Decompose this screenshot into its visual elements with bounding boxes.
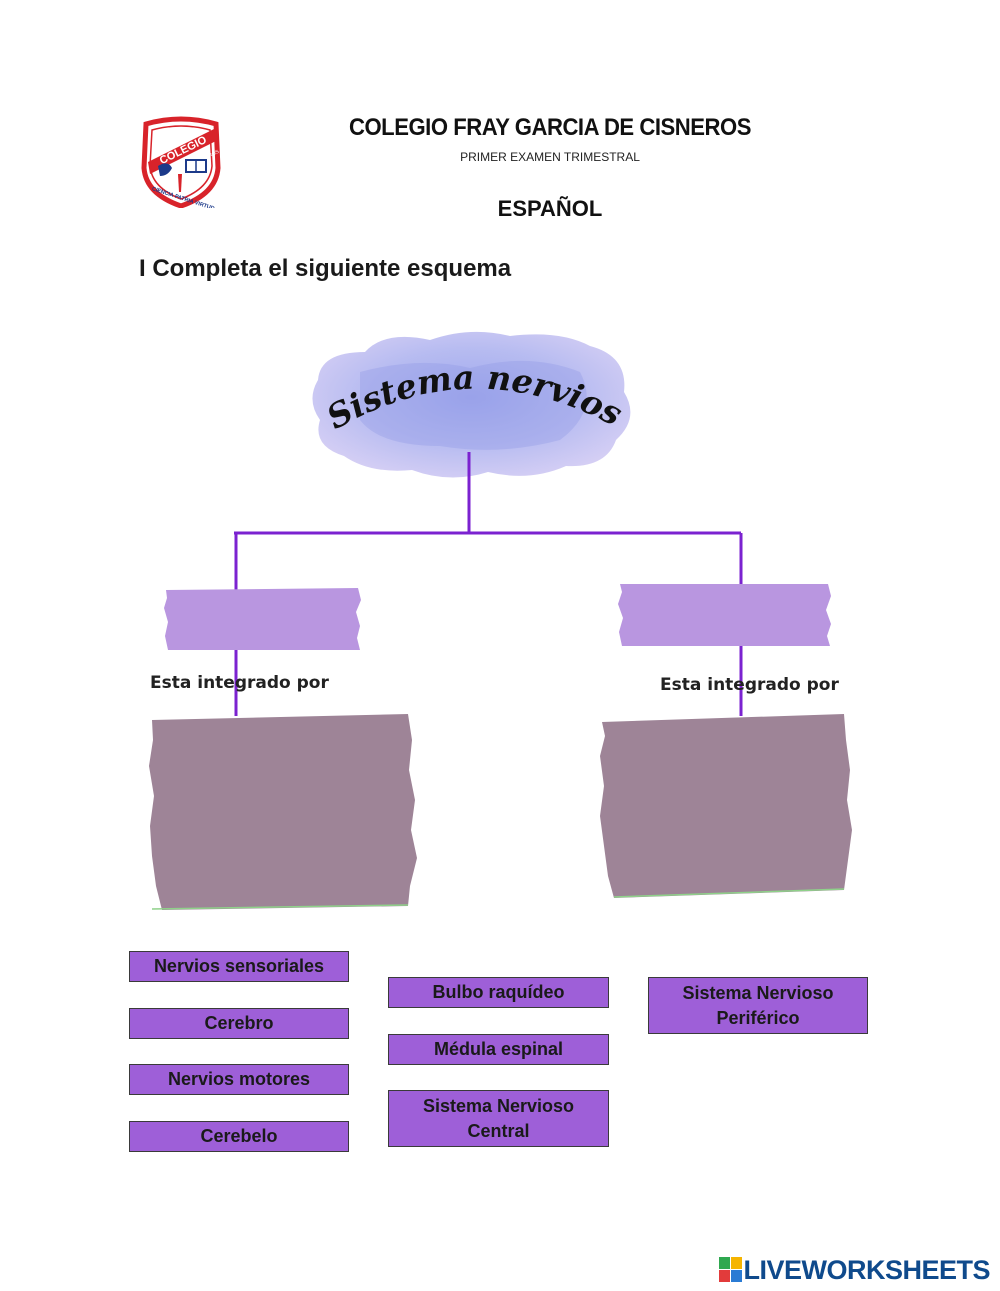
left-answer-value[interactable]	[168, 600, 358, 640]
root-title: Sistema nervioso	[0, 0, 629, 437]
left-answer-box[interactable]	[164, 588, 361, 650]
instruction-text: I Completa el siguiente esquema	[139, 255, 512, 282]
word-chip[interactable]: Sistema Nervioso Central	[388, 1090, 609, 1147]
root-cloud: Sistema nervioso	[0, 0, 631, 478]
word-chip[interactable]: Sistema Nervioso Periférico	[648, 977, 868, 1034]
word-chip[interactable]: Médula espinal	[388, 1034, 609, 1065]
word-chip[interactable]: Nervios motores	[129, 1064, 349, 1095]
left-parts-box[interactable]	[149, 714, 417, 910]
right-description-label: Esta integrado por	[660, 675, 839, 695]
word-chip[interactable]: Cerebro	[129, 1008, 349, 1039]
right-parts-box[interactable]	[600, 714, 852, 898]
school-crest-logo: COLEGIO FRAY GARCIA DE CISNEROS CIENCIA …	[138, 116, 224, 212]
school-name: COLEGIO FRAY GARCIA DE CISNEROS	[348, 114, 752, 141]
exam-title: PRIMER EXAMEN TRIMESTRAL	[460, 150, 640, 164]
watermark-text: LIVEWORKSHEETS	[743, 1254, 990, 1285]
right-answer-value[interactable]	[622, 596, 828, 636]
subject-title: ESPAÑOL	[497, 196, 603, 221]
right-parts-value[interactable]	[610, 730, 842, 890]
left-parts-value[interactable]	[160, 730, 405, 900]
liveworksheets-icon	[719, 1257, 743, 1282]
word-chip[interactable]: Nervios sensoriales	[129, 951, 349, 982]
word-chip[interactable]: Cerebelo	[129, 1121, 349, 1152]
left-description-label: Esta integrado por	[150, 673, 329, 693]
word-chip[interactable]: Bulbo raquídeo	[388, 977, 609, 1008]
liveworksheets-watermark: LIVEWORKSHEETS	[719, 1255, 990, 1285]
right-answer-box[interactable]	[618, 584, 831, 646]
